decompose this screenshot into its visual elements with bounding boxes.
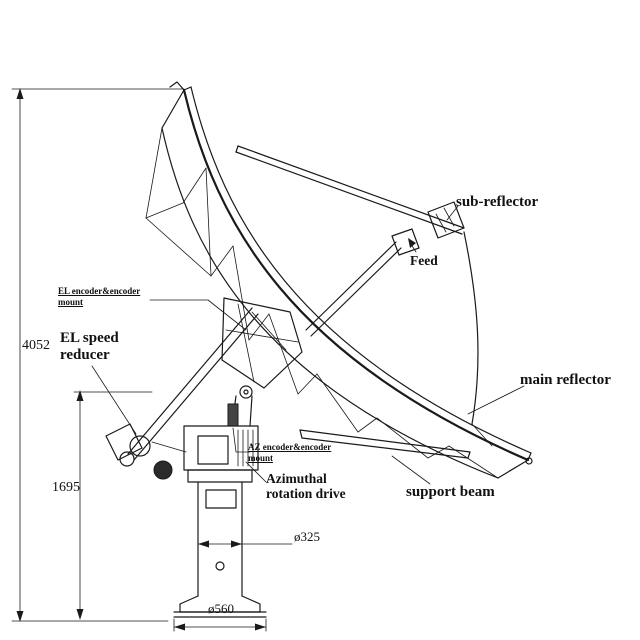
feed-assembly <box>235 145 493 447</box>
label-el-speed-reducer-line1: EL speed <box>60 330 119 346</box>
el-actuator <box>105 307 259 480</box>
support-beam-structure <box>299 429 471 459</box>
dimension-label-total-height: 4052 <box>22 338 50 353</box>
dimension-total-height <box>11 88 185 622</box>
label-el-encoder-mount-line1: EL encoder&encoder <box>58 286 141 296</box>
pedestal <box>173 403 267 618</box>
label-sub-reflector: sub-reflector <box>456 194 539 210</box>
label-az-encoder-mount-line2: mount <box>248 452 274 463</box>
dimension-base-diameter <box>173 618 267 632</box>
dimension-label-pedestal-height: 1695 <box>52 480 80 495</box>
label-az-rotation-drive-line1: Azimuthal <box>266 471 327 486</box>
label-support-beam: support beam <box>406 484 495 500</box>
label-main-reflector: main reflector <box>520 372 611 388</box>
label-az-rotation-drive: Azimuthal rotation drive <box>266 471 346 502</box>
dimension-label-column-diameter: ø325 <box>294 529 320 544</box>
label-el-speed-reducer-line2: reducer <box>60 346 110 363</box>
elevation-hub <box>221 297 303 427</box>
label-el-encoder-mount: EL encoder&encoder mount <box>58 286 140 308</box>
leader-lines <box>91 205 525 485</box>
label-az-rotation-drive-line2: rotation drive <box>266 485 346 501</box>
label-az-encoder-mount: AZ encoder&encoder mount <box>248 442 331 464</box>
main-reflector-dish <box>145 81 533 479</box>
label-el-speed-reducer: EL speed reducer <box>60 330 119 363</box>
label-feed: Feed <box>410 253 438 268</box>
dimension-column-diameter <box>197 540 293 548</box>
dimension-pedestal-height <box>73 390 153 620</box>
label-az-encoder-mount-line1: AZ encoder&encoder <box>248 442 332 452</box>
label-el-encoder-mount-line2: mount <box>58 296 84 307</box>
dimension-label-base-diameter: ø560 <box>208 601 234 616</box>
